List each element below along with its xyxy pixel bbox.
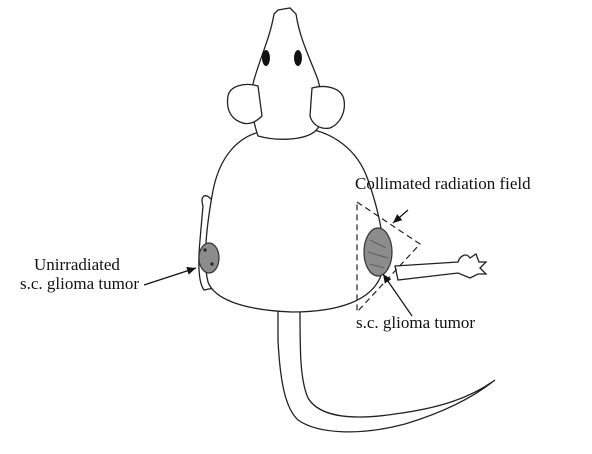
right-hind-leg	[395, 254, 486, 280]
mouse-head	[251, 8, 321, 139]
irradiated-tumor-label: s.c. glioma tumor	[356, 313, 475, 333]
unirradiated-label-line1: Unirradiated	[34, 255, 120, 275]
left-eye	[262, 50, 270, 66]
field-arrow	[393, 210, 408, 223]
unirradiated-arrow	[144, 268, 196, 285]
right-ear	[310, 87, 344, 129]
left-ear	[228, 84, 263, 123]
collimated-field-label: Collimated radiation field	[355, 174, 531, 194]
unirradiated-label-line2: s.c. glioma tumor	[20, 274, 139, 294]
right-eye	[294, 50, 302, 66]
unirradiated-tumor	[199, 243, 219, 273]
